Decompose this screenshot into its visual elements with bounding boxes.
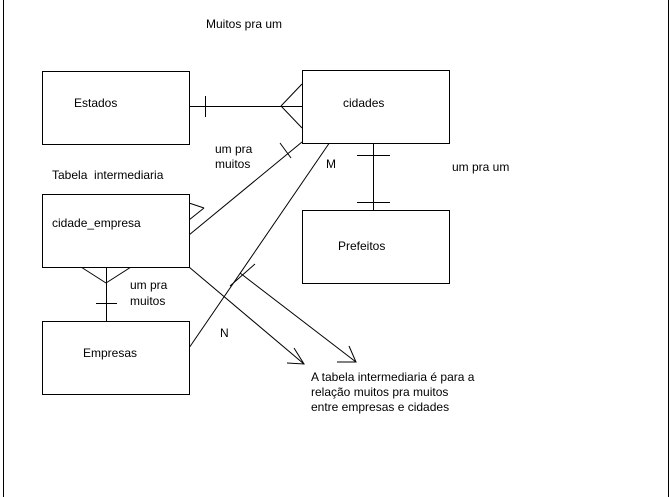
- entity-empresas-label: Empresas: [83, 346, 138, 360]
- tabela-intermediaria-label: Tabela intermediaria: [52, 168, 164, 182]
- entity-cidades: cidades: [302, 70, 450, 144]
- entity-estados: Estados: [42, 71, 190, 145]
- note-line-3: entre empresas e cidades: [311, 400, 450, 414]
- crows-foot-lower: [188, 207, 205, 221]
- cidades-prefeitos-relationship: [357, 144, 390, 210]
- diagram-title: Muitos pra um: [206, 17, 283, 31]
- cidades-cidade-empresa-relationship: [188, 141, 303, 236]
- empresas-cidade-empresa-relationship: [80, 266, 132, 322]
- entity-cidade-empresa-label: cidade_empresa: [52, 216, 141, 230]
- note-line-2: relação muitos pra muitos: [311, 385, 449, 399]
- intermediate-table-note: A tabela intermediaria é para a relação …: [311, 370, 474, 415]
- um-pra-muitos-top-line1: um pra: [215, 142, 253, 156]
- entity-prefeitos-label: Prefeitos: [338, 239, 386, 253]
- crows-foot-left: [80, 266, 107, 284]
- cardinality-m-label: M: [326, 157, 336, 171]
- entity-cidades-label: cidades: [343, 96, 385, 110]
- cardinality-n-label: N: [220, 326, 229, 340]
- um-pra-muitos-bottom-line2: muitos: [130, 294, 166, 308]
- um-pra-muitos-bottom-line1: um pra: [130, 278, 168, 292]
- crows-foot-lower: [280, 105, 303, 129]
- empresas-cidades-many-to-many-line: [188, 141, 331, 349]
- entity-estados-label: Estados: [74, 96, 118, 110]
- crows-foot-right: [105, 266, 132, 284]
- entity-empresas: Empresas: [42, 321, 190, 395]
- entity-cidade-empresa: cidade_empresa: [42, 194, 190, 268]
- note-arrow-1: [188, 266, 305, 365]
- note-line-1: A tabela intermediaria é para a: [311, 370, 475, 384]
- arrow-tail-mark: [229, 263, 256, 287]
- um-pra-um-label: um pra um: [452, 160, 510, 174]
- um-pra-muitos-top-line2: muitos: [215, 157, 251, 171]
- estados-cidades-relationship: [189, 83, 303, 129]
- crows-foot-upper: [280, 83, 303, 107]
- entity-prefeitos: Prefeitos: [302, 210, 450, 284]
- one-bar-mark: [279, 142, 292, 159]
- note-arrow-2: [229, 263, 357, 363]
- crows-foot-upper: [188, 202, 205, 209]
